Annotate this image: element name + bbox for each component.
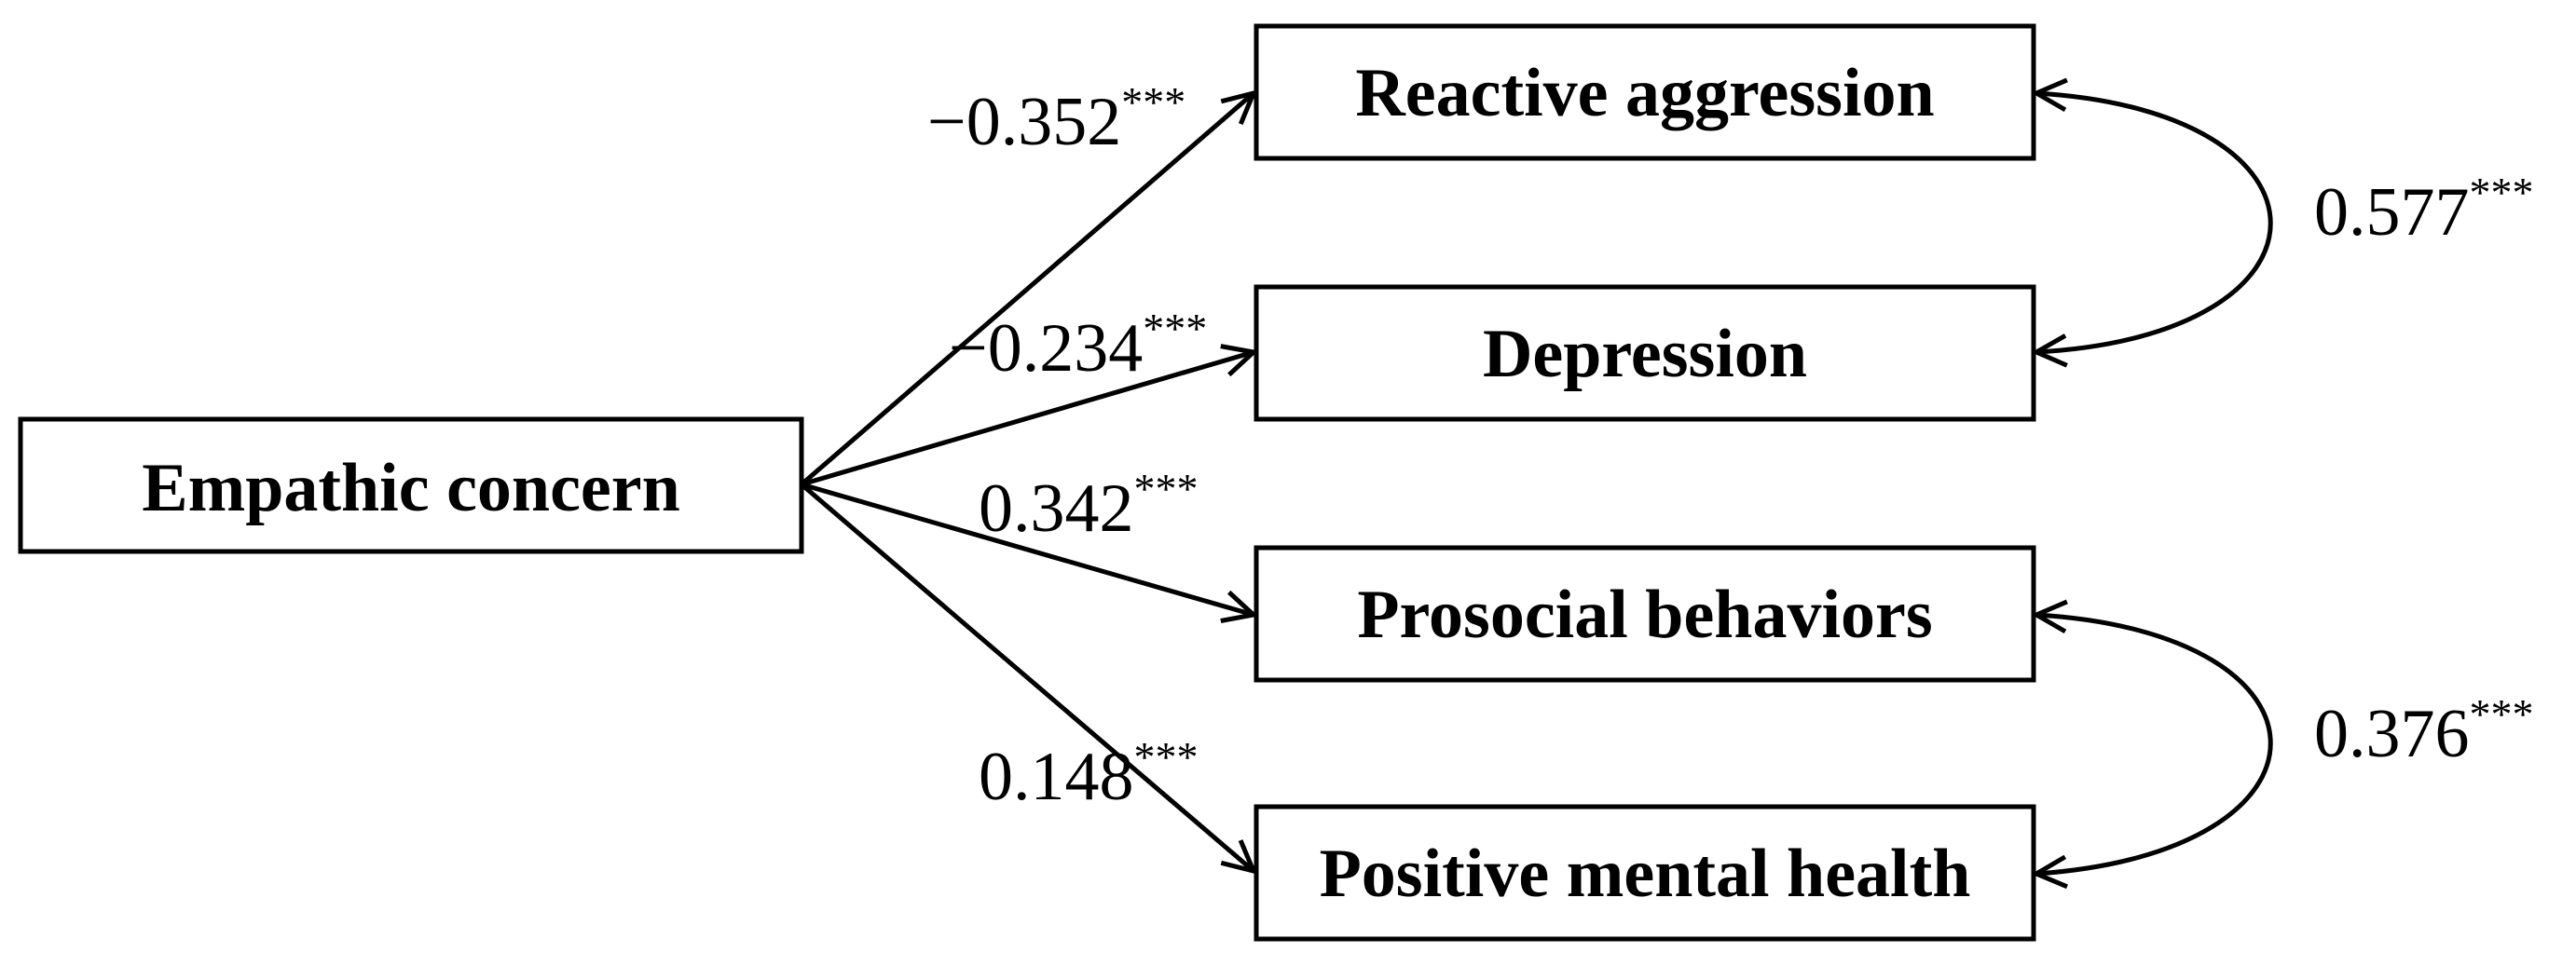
node-prosocial-behaviors: Prosocial behaviors <box>1254 545 2036 683</box>
node-empathic-concern: Empathic concern <box>18 416 804 554</box>
coef-positive-mental-health: 0.148*** <box>979 733 1199 815</box>
covariance-prosocial-positive <box>2036 615 2273 874</box>
coef-covariance-reactive-depression: 0.577*** <box>2314 169 2534 251</box>
node-empathic-concern-label: Empathic concern <box>142 450 680 526</box>
node-depression: Depression <box>1254 284 2036 422</box>
coef-reactive-aggression: −0.352*** <box>927 78 1185 160</box>
path-to-reactive-aggression <box>800 93 1254 486</box>
node-depression-label: Depression <box>1483 316 1807 392</box>
node-prosocial-behaviors-label: Prosocial behaviors <box>1357 577 1932 653</box>
node-positive-mental-health-label: Positive mental health <box>1320 836 1971 912</box>
path-to-depression <box>801 352 1254 487</box>
node-reactive-aggression-label: Reactive aggression <box>1355 55 1934 131</box>
covariance-reactive-depression <box>2036 93 2273 352</box>
path-to-positive-mental-health <box>800 483 1254 871</box>
node-positive-mental-health: Positive mental health <box>1254 804 2036 942</box>
coef-covariance-prosocial-positive: 0.376*** <box>2314 690 2534 772</box>
node-reactive-aggression: Reactive aggression <box>1254 23 2036 161</box>
path-to-prosocial-behaviors <box>801 482 1254 615</box>
coef-prosocial-behaviors: 0.342*** <box>979 465 1199 547</box>
coef-depression: −0.234*** <box>949 305 1207 387</box>
